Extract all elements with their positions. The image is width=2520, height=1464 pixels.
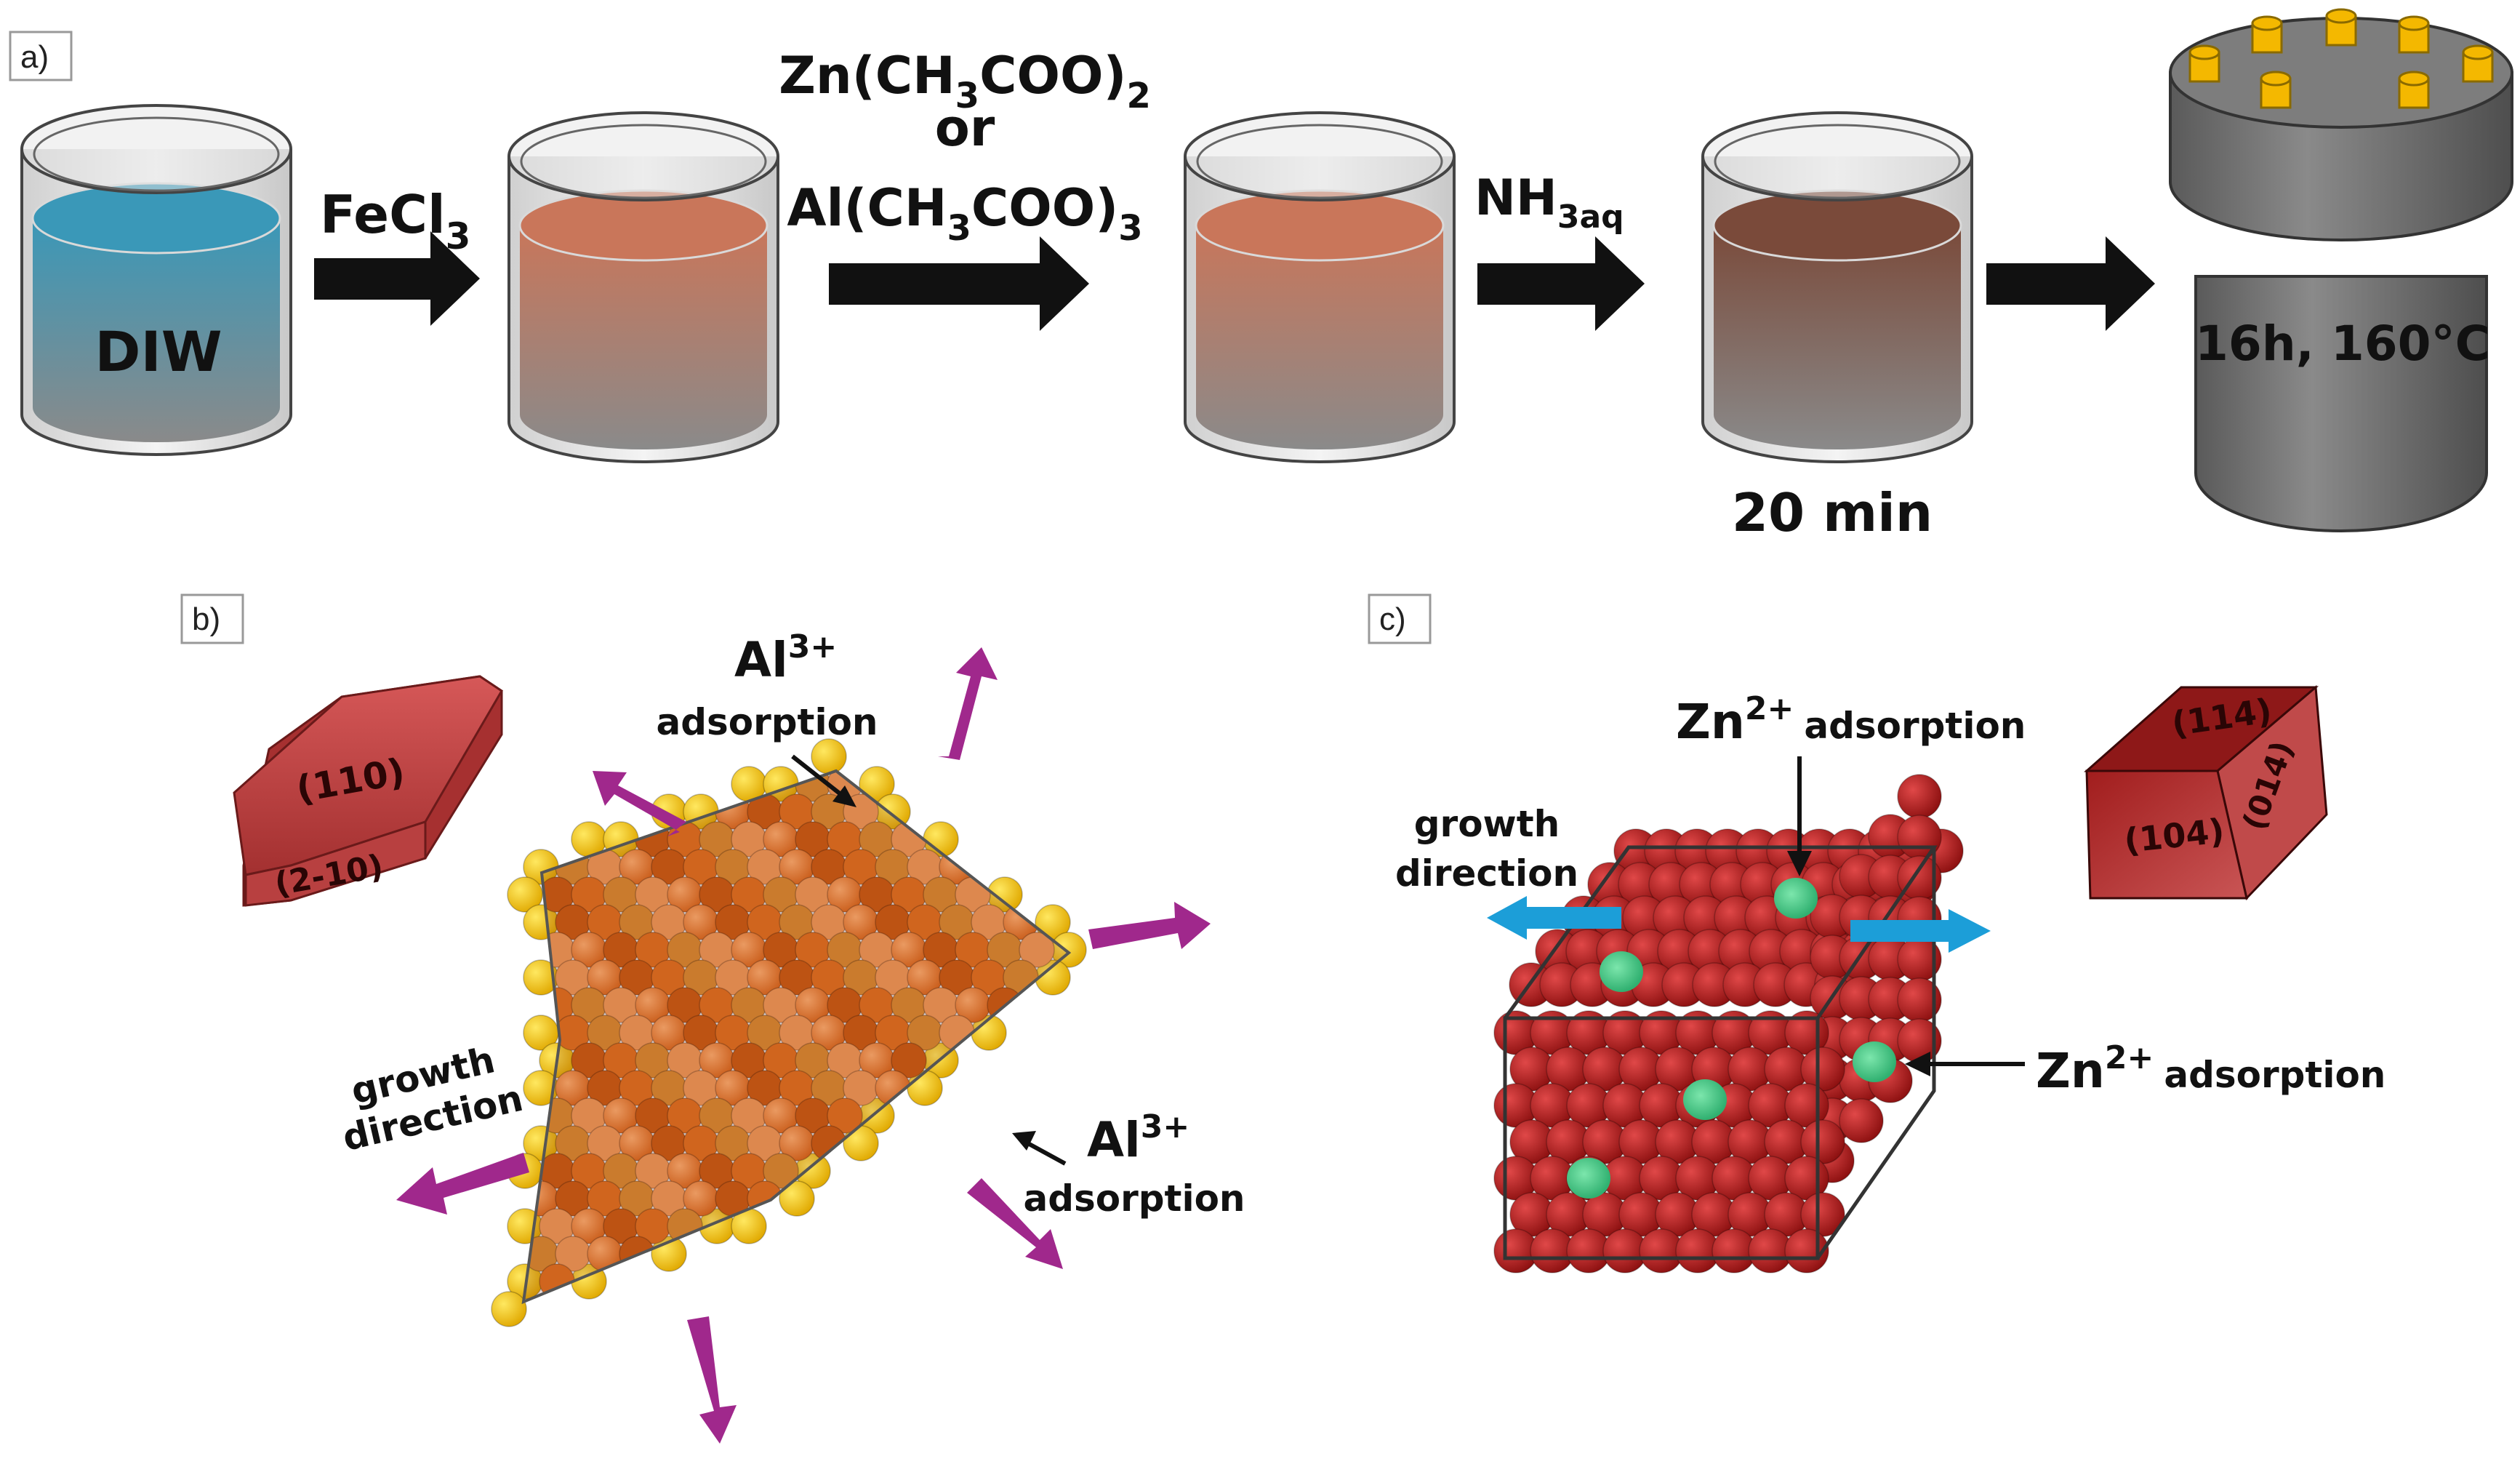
al-adsorbed-sphere	[779, 1180, 815, 1217]
beaker-nh3	[1701, 111, 1973, 463]
step-arrow-2	[829, 236, 1089, 331]
svg-text:direction: direction	[1395, 852, 1578, 895]
adsorption-label-side: adsorption	[1023, 1177, 1245, 1220]
panel-a-label-box	[9, 31, 73, 81]
beaker-fecl3	[507, 111, 779, 463]
pointer-arrow-c-top	[1787, 756, 1812, 876]
al-acetate-label: Al(CH3COO)3	[787, 178, 1142, 249]
panel-c-label-box	[1368, 593, 1432, 644]
growth-arrows-c	[1487, 896, 1991, 953]
growth-direction-label-b: growth direction	[339, 1039, 527, 1159]
zn-adsorbed-sites	[1567, 878, 1896, 1199]
hematite-sphere	[763, 1153, 799, 1189]
zn-ion-label-top: Zn2+adsorption	[1676, 690, 2026, 750]
step-arrow-1	[314, 231, 480, 326]
step-arrow-3	[1477, 236, 1645, 331]
particle-assembly-c	[1493, 774, 1964, 1273]
autoclave-bolts	[2188, 8, 2494, 109]
fecl3-label: FeCl3	[320, 184, 470, 257]
svg-text:growth: growth	[1414, 803, 1560, 845]
adsorption-label-top: adsorption	[656, 701, 878, 743]
pointer-arrow-b-top	[791, 754, 856, 807]
hematite-sphere	[1839, 1098, 1884, 1143]
beaker-diw: DIW	[20, 104, 292, 456]
zn-acetate-label: Zn(CH3COO)2	[779, 46, 1151, 116]
particle-assembly-b	[491, 738, 1087, 1327]
hexagonal-platelet: (110) (2-10)	[233, 675, 504, 907]
or-label: or	[935, 98, 995, 158]
growth-direction-label-c: growth direction	[1395, 803, 1578, 895]
step-arrow-4	[1986, 236, 2155, 331]
al-adsorbed-sphere	[811, 738, 847, 775]
time-label: 20 min	[1732, 482, 1933, 543]
pointer-arrow-b-side	[1012, 1131, 1067, 1166]
panel-b-label: b)	[192, 601, 220, 637]
pointer-arrow-c-side	[1905, 1052, 2025, 1076]
crystal-outline-b	[521, 769, 1072, 1305]
rhombohedral-cube: (114) (104) (014)	[2084, 684, 2328, 901]
zn-ion-label-side: Zn2+adsorption	[2036, 1039, 2385, 1099]
autoclave-condition: 16h, 160°C	[2195, 316, 2490, 372]
hematite-sphere	[1897, 774, 1942, 819]
nh3-label: NH3aq	[1474, 169, 1624, 236]
panel-c-label: c)	[1379, 601, 1406, 637]
al-ion-label-side: Al3+	[1087, 1108, 1189, 1168]
growth-arrows-b	[396, 647, 1211, 1444]
autoclave: 16h, 160°C	[2169, 8, 2513, 532]
al-ion-label-top: Al3+	[734, 628, 837, 688]
al-adsorbed-sphere	[491, 1291, 527, 1327]
diw-label: DIW	[95, 319, 222, 384]
panel-a: a) DIW FeCl3 Zn(CH3COO)2 or Al(CH3COO)3	[9, 8, 2513, 543]
beaker-dopant	[1184, 111, 1456, 463]
hematite-sphere	[891, 1042, 927, 1079]
panel-a-label: a)	[20, 39, 49, 75]
panel-b: b) (110) (2-10) Al3+ adsorption	[180, 593, 1245, 1444]
al-adsorbed-sphere	[507, 876, 543, 913]
panel-c: c) (114) (104) (014)	[1368, 593, 2385, 1273]
hematite-sphere	[827, 1097, 863, 1134]
hematite-sphere	[1019, 932, 1055, 968]
panel-b-label-box	[180, 593, 244, 644]
